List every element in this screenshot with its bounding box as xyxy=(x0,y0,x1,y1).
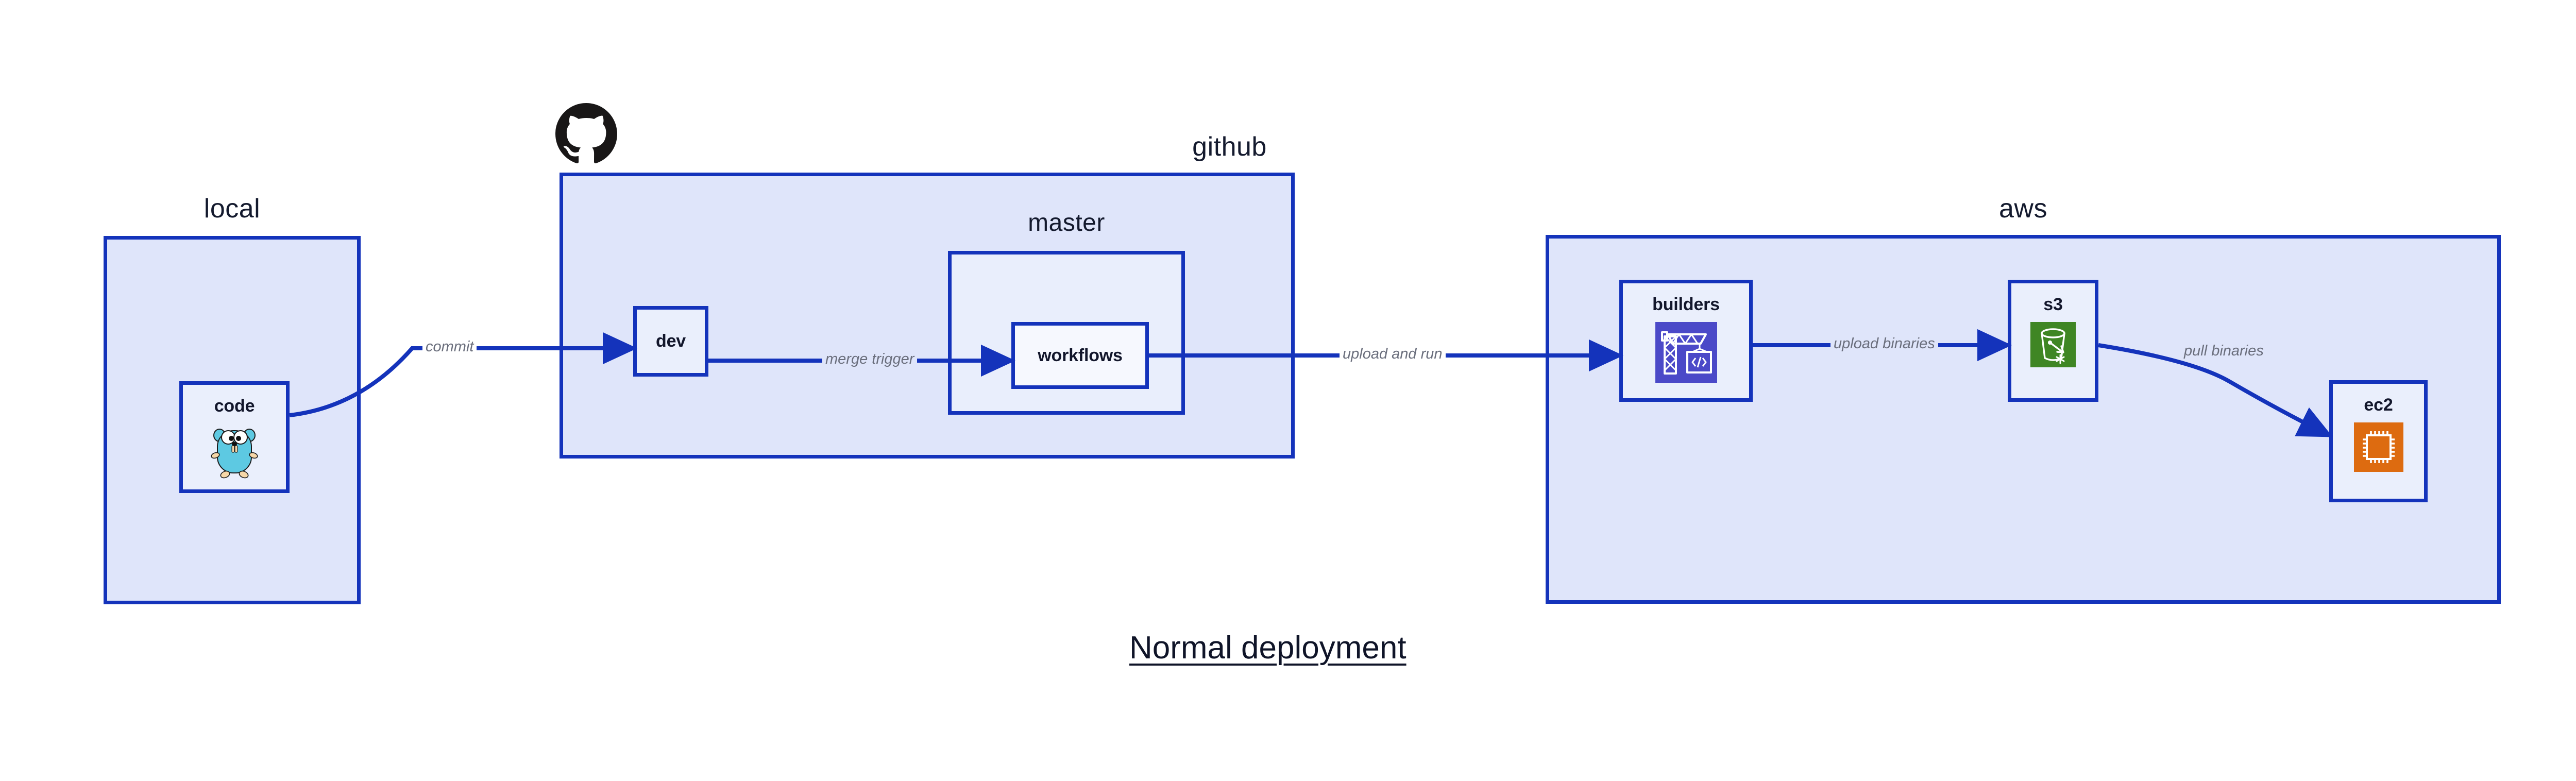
node-s3-label: s3 xyxy=(2043,295,2063,314)
edge-label-commit: commit xyxy=(422,338,477,355)
node-ec2-label: ec2 xyxy=(2364,395,2393,415)
zone-label-local: local xyxy=(204,194,261,224)
page-title: Normal deployment xyxy=(1129,630,1406,666)
aws-ec2-chip-icon xyxy=(2353,422,2403,472)
zone-label-master: master xyxy=(1028,209,1105,236)
edge-label-pull-binaries: pull binaries xyxy=(2181,343,2267,360)
node-workflows-label: workflows xyxy=(1038,346,1123,365)
edge-label-merge-trigger: merge trigger xyxy=(822,351,918,368)
node-builders[interactable]: builders xyxy=(1619,280,1753,402)
node-workflows[interactable]: workflows xyxy=(1011,322,1149,389)
go-gopher-icon xyxy=(210,423,259,479)
edge-label-upload-and-run: upload and run xyxy=(1340,346,1446,363)
node-code[interactable]: code xyxy=(179,381,290,493)
aws-codebuild-icon xyxy=(1655,322,1717,383)
node-dev[interactable]: dev xyxy=(633,306,708,377)
edge-label-upload-binaries: upload binaries xyxy=(1831,335,1938,352)
zone-label-github: github xyxy=(1192,132,1267,162)
node-builders-label: builders xyxy=(1652,295,1720,314)
zone-label-aws: aws xyxy=(1999,194,2047,224)
node-s3[interactable]: s3 xyxy=(2008,280,2098,402)
aws-s3-bucket-icon xyxy=(2030,322,2076,367)
node-dev-label: dev xyxy=(656,331,686,351)
github-octocat-logo xyxy=(555,103,617,165)
node-ec2[interactable]: ec2 xyxy=(2329,380,2428,502)
node-code-label: code xyxy=(214,396,255,416)
